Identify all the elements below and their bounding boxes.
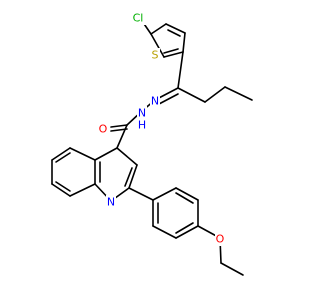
label-background bbox=[137, 106, 147, 120]
bond bbox=[150, 33, 165, 58]
bond bbox=[165, 23, 186, 34]
bond bbox=[175, 187, 199, 201]
bond bbox=[175, 225, 199, 239]
atom-labels: Cl S N N H O N O bbox=[98, 11, 225, 246]
ether-oxygen-label: O bbox=[215, 232, 225, 246]
bond bbox=[163, 51, 184, 58]
carbonyl-oxygen-text: O bbox=[99, 123, 108, 136]
quinoline-nitrogen-label: N bbox=[106, 195, 116, 209]
bond bbox=[116, 124, 128, 149]
bond bbox=[94, 147, 118, 161]
bond bbox=[51, 183, 71, 197]
bond bbox=[69, 147, 96, 161]
molecule-structure-diagram: Cl S N N H O N O bbox=[0, 0, 300, 300]
ether-oxygen-text: O bbox=[216, 233, 225, 246]
label-background bbox=[137, 118, 147, 132]
bond bbox=[175, 192, 194, 204]
label-background bbox=[150, 94, 160, 108]
label-background bbox=[215, 232, 225, 246]
carbonyl-group bbox=[110, 124, 128, 149]
bond bbox=[124, 167, 133, 187]
label-background bbox=[150, 48, 160, 62]
bond bbox=[177, 51, 184, 89]
amide-hydrogen-text: H bbox=[138, 119, 146, 132]
sulfur-atom-label: S bbox=[150, 48, 160, 62]
thiophene-ring bbox=[139, 17, 186, 58]
bond bbox=[163, 48, 179, 54]
bond bbox=[110, 124, 128, 128]
bond bbox=[177, 87, 206, 103]
bond bbox=[220, 262, 244, 276]
bond bbox=[182, 32, 186, 53]
bond bbox=[128, 187, 154, 201]
bond bbox=[55, 181, 71, 192]
bond bbox=[69, 183, 96, 197]
bond bbox=[51, 147, 71, 161]
amide-nitrogen-label: N bbox=[137, 106, 147, 120]
diagram-background bbox=[0, 0, 300, 300]
bond bbox=[128, 164, 138, 189]
bond bbox=[204, 86, 226, 103]
quinoline-nitrogen-text: N bbox=[107, 196, 115, 209]
bond bbox=[55, 152, 71, 163]
label-background bbox=[106, 195, 116, 209]
chlorine-atom-label: Cl bbox=[129, 11, 147, 25]
amide-nitrogen-text: N bbox=[138, 107, 146, 120]
bond bbox=[167, 29, 181, 37]
bond bbox=[152, 187, 177, 201]
bond bbox=[150, 23, 167, 35]
amide-hydrogen-label: H bbox=[137, 118, 147, 132]
chlorine-atom-text: Cl bbox=[133, 12, 144, 25]
label-background bbox=[98, 122, 108, 136]
label-background bbox=[129, 11, 147, 25]
hydrazone-nitrogen-label: N bbox=[150, 94, 160, 108]
carbonyl-oxygen-label: O bbox=[98, 122, 108, 136]
bond bbox=[158, 93, 179, 105]
sulfur-atom-text: S bbox=[152, 49, 159, 62]
bond bbox=[224, 86, 253, 101]
hydrazone-nitrogen-text: N bbox=[151, 95, 159, 108]
bond bbox=[152, 225, 177, 239]
bond bbox=[175, 222, 194, 234]
bond bbox=[116, 147, 138, 166]
